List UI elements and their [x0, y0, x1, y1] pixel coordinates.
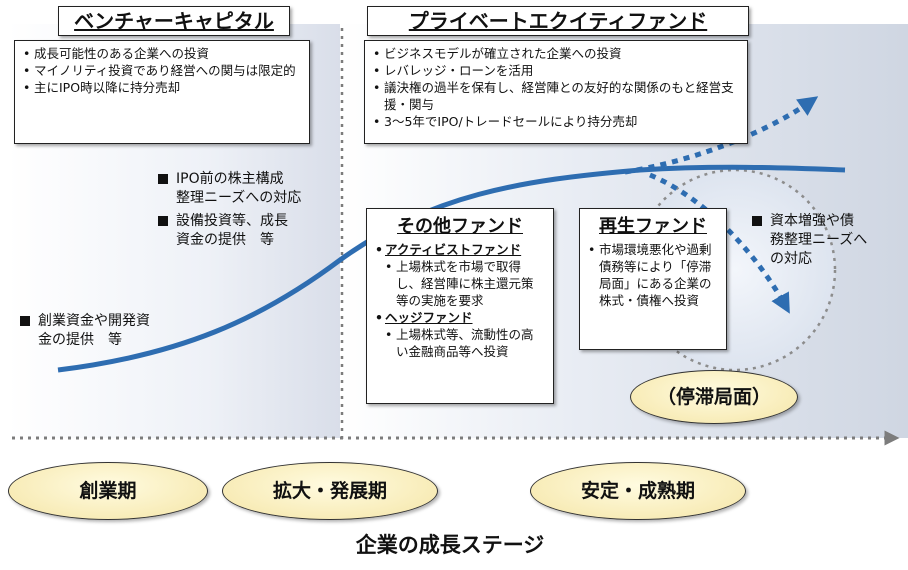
decline-branch-down-arrow [649, 172, 790, 314]
bullet-item: 市場環境悪化や過剰債務等により「停滞局面」にある企業の株式・債権へ投資 [588, 241, 718, 309]
bullet-item: 上場株式等、流動性の高い金融商品等へ投資 [385, 326, 545, 360]
square-bullet-icon [158, 174, 168, 184]
needs-startup-line-1: 創業資金や開発資 [38, 313, 150, 329]
stage-expansion: 拡大・発展期 [222, 462, 438, 520]
bullet-item: マイノリティ投資であり経営への関与は限定的 [23, 62, 301, 79]
bullet-item: レバレッジ・ローンを活用 [373, 62, 739, 79]
revival-fund-title: 再生ファンド [599, 216, 707, 237]
square-bullet-icon [20, 316, 30, 326]
needs-capital-line-3: の対応 [770, 251, 812, 267]
bullet-item: ビジネスモデルが確立された企業への投資 [373, 45, 739, 62]
hedge-fund-heading: ヘッジファンド [375, 309, 545, 326]
needs-ipo-line-2: 整理ニーズへの対応 [176, 190, 302, 206]
needs-startup-note: 創業資金や開発資 金の提供 等 [20, 312, 210, 350]
growth-curve [57, 164, 846, 373]
axis-title: 企業の成長ステージ [355, 533, 545, 557]
stagnation-phase-label: （停滞局面） [630, 370, 798, 424]
needs-capital-note: 資本増強や債 務整理ニーズへ の対応 [752, 212, 902, 269]
activist-fund-heading: アクティビストファンド [375, 241, 545, 258]
private-equity-box: ビジネスモデルが確立された企業への投資レバレッジ・ローンを活用議決権の過半を保有… [364, 40, 748, 144]
needs-startup-line-2: 金の提供 等 [38, 332, 122, 348]
needs-capex-line-1: 設備投資等、成長 [176, 213, 288, 229]
private-equity-title: プライベートエクイティファンド [367, 6, 749, 36]
square-bullet-icon [752, 216, 762, 226]
needs-ipo-line-1: IPO前の株主構成 [176, 171, 284, 187]
needs-capital-line-1: 資本増強や債 [770, 213, 854, 229]
venture-capital-box: 成長可能性のある企業への投資マイノリティ投資であり経営への関与は限定的主にIPO… [14, 40, 310, 144]
bullet-item: 上場株式を市場で取得し、経営陣に株主還元策等の実施を要求 [385, 258, 545, 309]
stage-maturity: 安定・成熟期 [530, 462, 746, 520]
venture-capital-title: ベンチャーキャピタル [58, 6, 290, 36]
bullet-item: 議決権の過半を保有し、経営陣との友好的な関係のもと経営支援・関与 [373, 79, 739, 113]
other-funds-title: その他ファンド [397, 216, 523, 237]
needs-capex-note: 設備投資等、成長 資金の提供 等 [158, 212, 348, 250]
bullet-item: 成長可能性のある企業への投資 [23, 45, 301, 62]
stage-founding: 創業期 [8, 462, 208, 520]
bullet-item: 3～5年でIPO/トレードセールにより持分売却 [373, 113, 739, 130]
needs-capital-line-2: 務整理ニーズへ [770, 232, 868, 248]
square-bullet-icon [158, 216, 168, 226]
needs-ipo-note: IPO前の株主構成 整理ニーズへの対応 [158, 170, 348, 208]
bullet-item: 主にIPO時以降に持分売却 [23, 79, 301, 96]
revival-fund-box: 再生ファンド 市場環境悪化や過剰債務等により「停滞局面」にある企業の株式・債権へ… [579, 208, 727, 350]
needs-capex-line-2: 資金の提供 等 [176, 232, 274, 248]
other-funds-box: その他ファンド アクティビストファンド 上場株式を市場で取得し、経営陣に株主還元… [366, 208, 554, 404]
